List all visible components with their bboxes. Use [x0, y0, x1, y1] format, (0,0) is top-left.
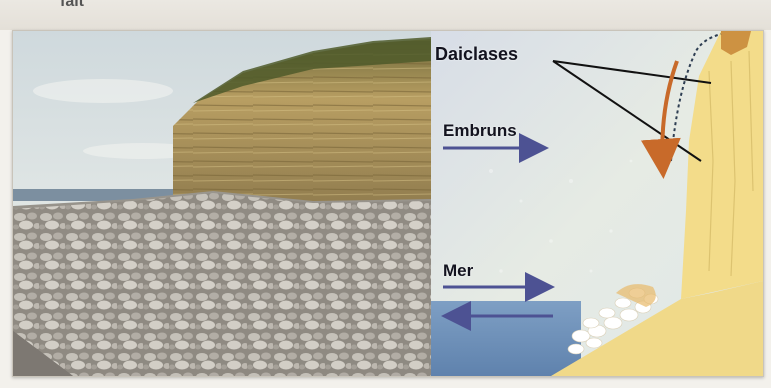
- diagram-drawing: [431, 31, 763, 376]
- embruns-label: Embruns: [443, 121, 517, 141]
- page-header-strip: fait: [0, 0, 771, 30]
- header-text-fragment: fait: [60, 0, 84, 11]
- cliff-photo: [13, 31, 431, 376]
- figure-panel: Daiclases Embruns Mer: [12, 30, 764, 377]
- mer-label: Mer: [443, 261, 473, 281]
- daiclases-label: Daiclases: [435, 44, 518, 65]
- erosion-diagram: Daiclases Embruns Mer: [431, 31, 763, 376]
